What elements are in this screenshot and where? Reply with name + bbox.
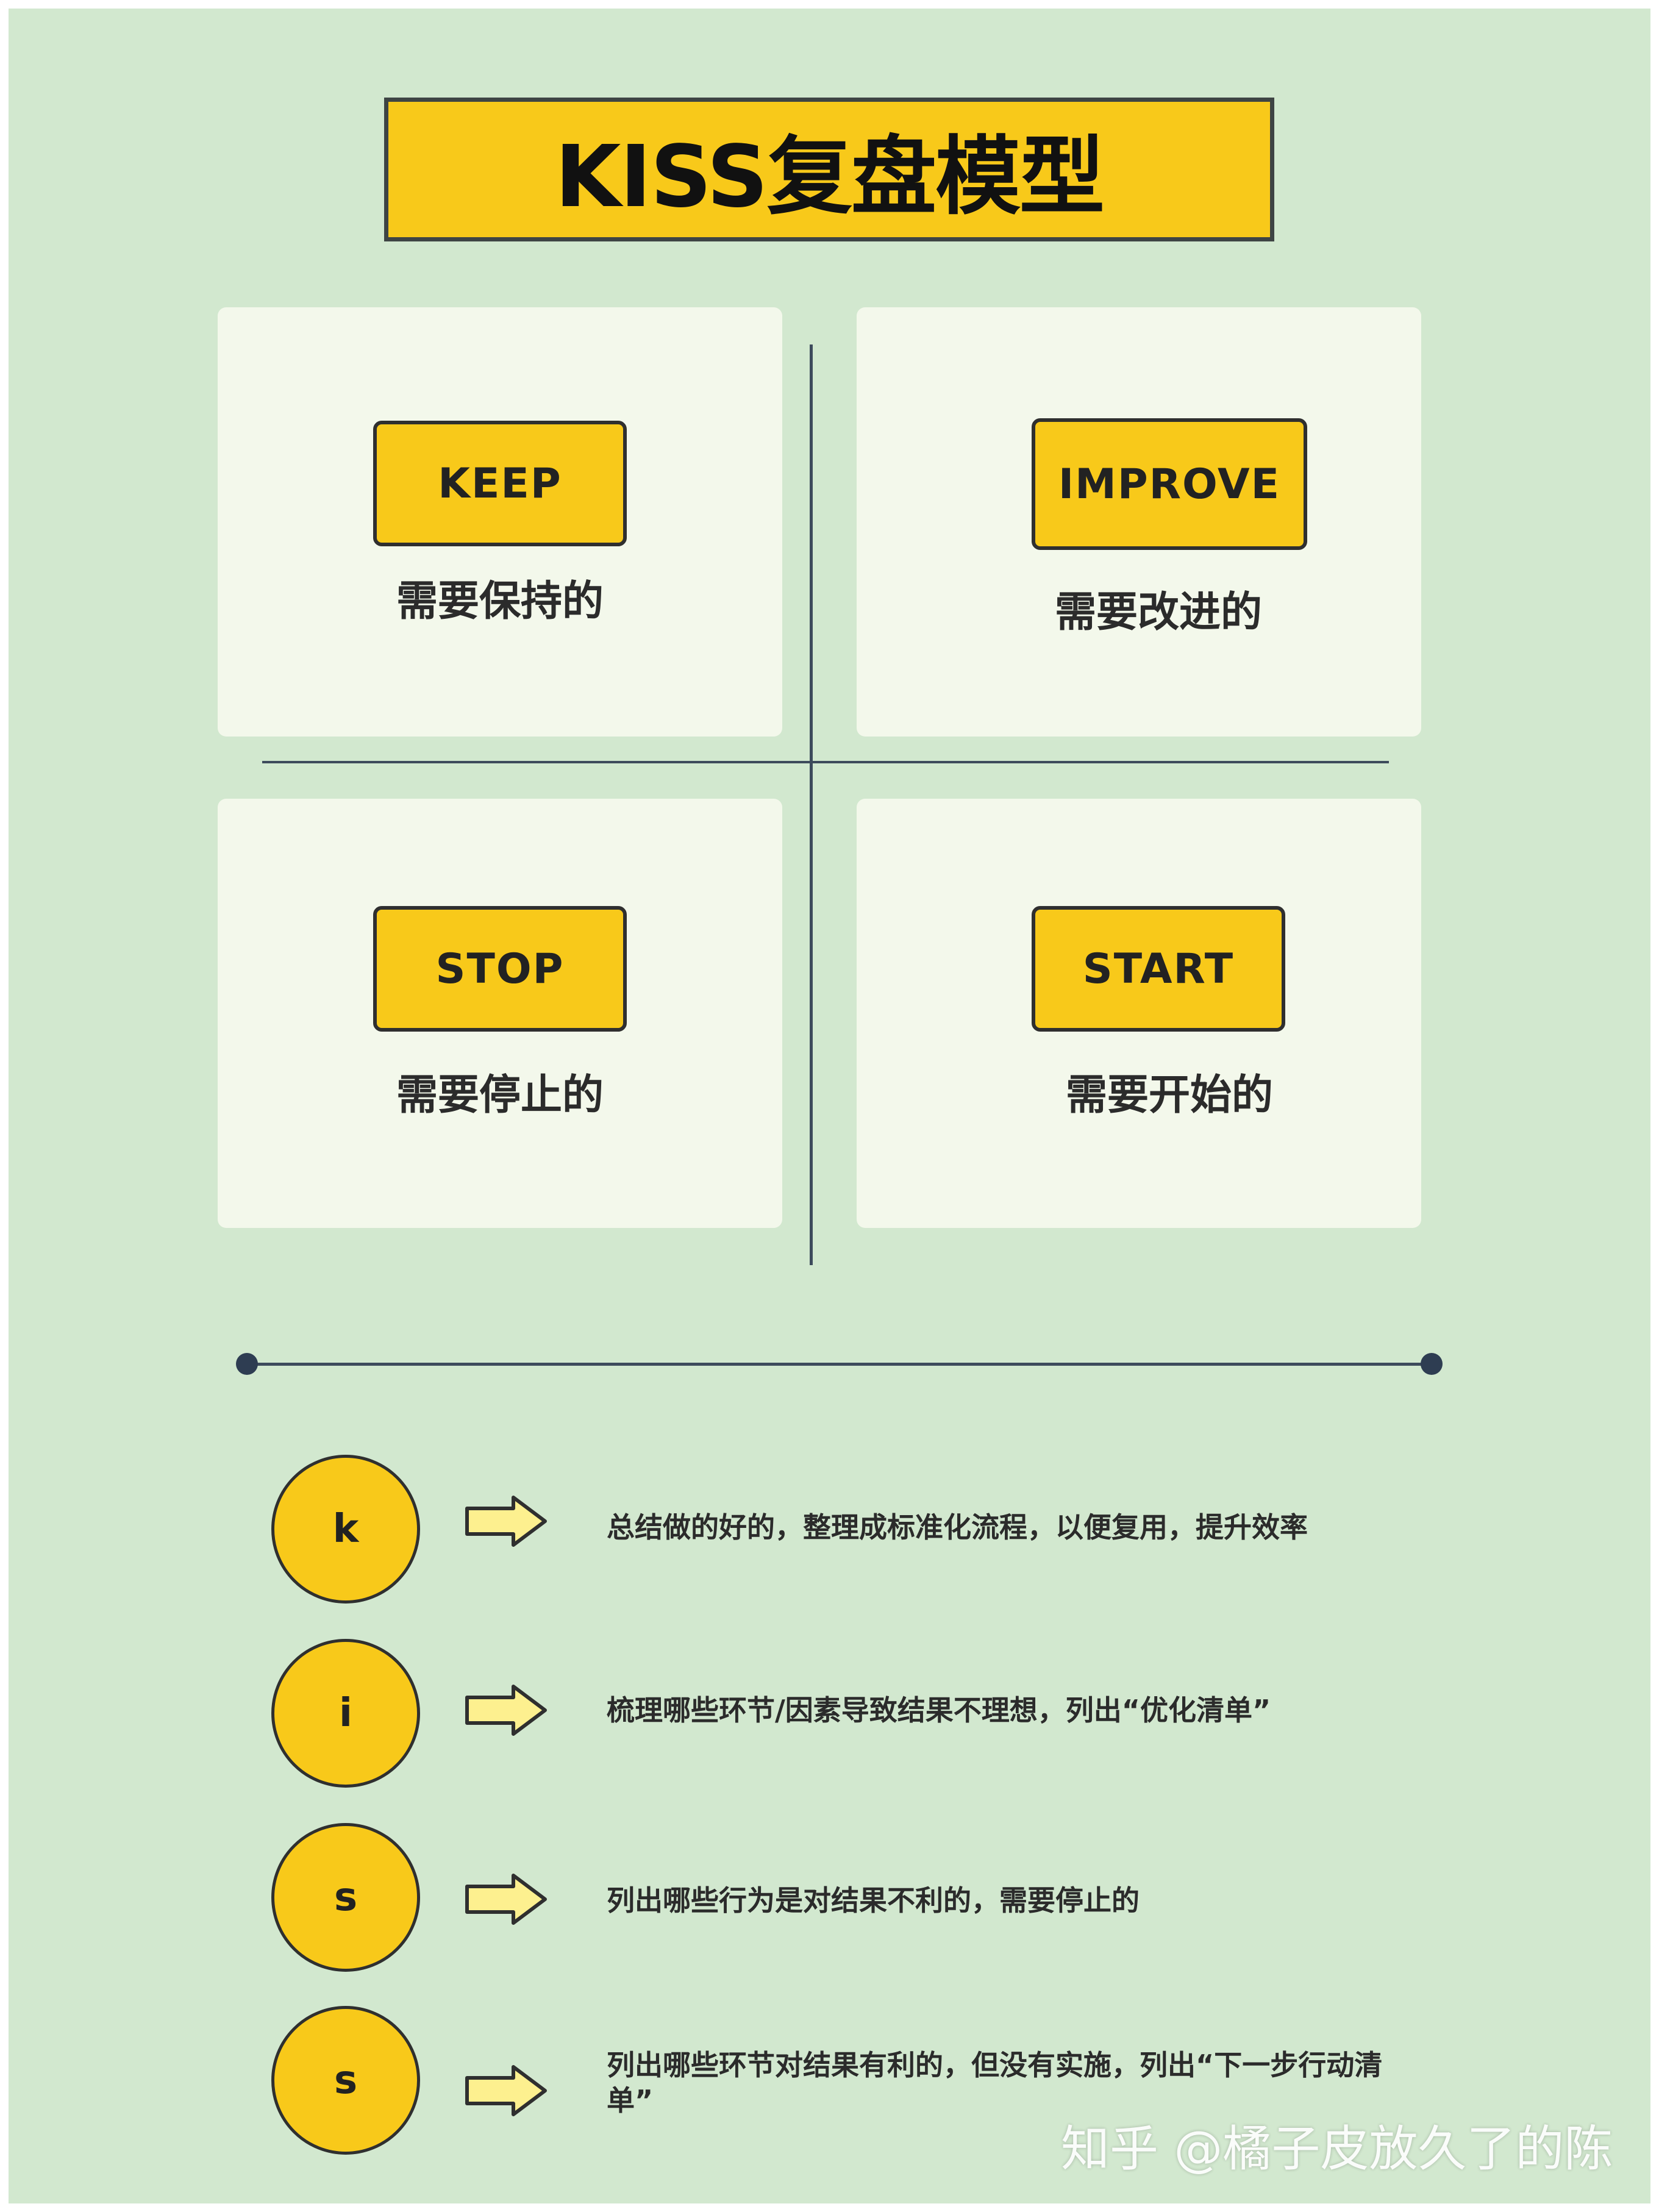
title-banner: KISS复盘模型 [384,98,1274,241]
stop-tag: STOP [373,906,627,1032]
quadrant-horizontal-axis [262,761,1389,763]
improve-tag: IMPROVE [1032,418,1307,550]
start-tag-label: START [1082,944,1235,993]
quadrant-vertical-axis [810,344,813,1265]
improve-tag-label: IMPROVE [1058,460,1281,508]
divider-right-dot [1421,1353,1443,1375]
page-title: KISS复盘模型 [555,127,1105,227]
watermark-text: 知乎 @橘子皮放久了的陈 [1061,2121,1613,2177]
right-arrow-icon [465,1496,547,1547]
k-letter: k [332,1507,359,1552]
stop-description: 需要停止的 [396,1071,604,1119]
k-description: 总结做的好的，整理成标准化流程，以便复用，提升效率 [607,1511,1308,1544]
s-stop-description: 列出哪些行为是对结果不利的，需要停止的 [607,1884,1140,1917]
section-divider [247,1363,1431,1366]
s-stop-letter: s [334,1875,358,1920]
divider-left-dot [236,1353,258,1375]
start-description: 需要开始的 [1065,1071,1273,1119]
s-stop-circle-icon: s [271,1823,420,1972]
s-start-description: 列出哪些环节对结果有利的，但没有实施，列出“下一步行动清单” [607,2049,1383,2117]
right-arrow-icon [465,1874,547,1925]
stop-tag-label: STOP [435,944,565,993]
k-circle-icon: k [271,1455,420,1604]
right-arrow-icon [465,1685,547,1736]
s-start-circle-icon: s [271,2006,420,2155]
improve-description: 需要改进的 [1054,588,1262,637]
i-circle-icon: i [271,1639,420,1788]
keep-tag-label: KEEP [438,459,562,508]
s-start-letter: s [334,2058,358,2103]
i-letter: i [339,1691,352,1736]
keep-description: 需要保持的 [396,577,604,626]
i-description: 梳理哪些环节/因素导致结果不理想，列出“优化清单” [607,1694,1271,1727]
keep-tag: KEEP [373,421,627,546]
start-tag: START [1032,906,1285,1032]
right-arrow-icon [465,2065,547,2116]
